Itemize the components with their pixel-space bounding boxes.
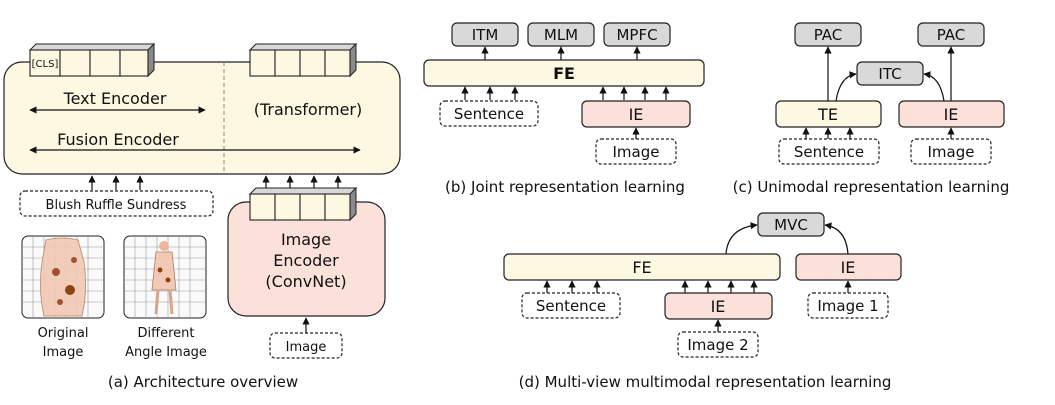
mvc-label: MVC xyxy=(774,216,808,234)
ie-label-b: IE xyxy=(629,105,644,124)
image-box-c xyxy=(910,138,992,165)
image-label-b: Image xyxy=(613,143,660,161)
itc-label: ITC xyxy=(878,65,901,83)
image-box-b xyxy=(595,138,677,165)
different-angle-image-thumbnail xyxy=(123,235,207,319)
fusion-encoder-label: Fusion Encoder xyxy=(57,130,179,149)
ie-box-b xyxy=(581,100,691,128)
ie-box-c xyxy=(898,100,1005,128)
pac-right-label: PAC xyxy=(937,26,966,44)
mpfc-label: MPFC xyxy=(616,26,657,44)
text-encoder-label: Text Encoder xyxy=(63,89,167,108)
text-input-box xyxy=(19,190,214,217)
itm-box xyxy=(451,22,519,47)
pac-left-box xyxy=(794,22,862,47)
image-encoder-label-1: Image xyxy=(281,230,331,249)
fe-box xyxy=(423,59,705,87)
pac-left-label: PAC xyxy=(814,26,843,44)
ie-right-box-d xyxy=(795,253,902,281)
sentence-box-d xyxy=(521,292,621,319)
mlm-label: MLM xyxy=(544,26,578,44)
sentence-label-b: Sentence xyxy=(454,105,524,123)
sentence-label-c: Sentence xyxy=(794,143,864,161)
image2-box-d xyxy=(677,331,759,358)
mpfc-box xyxy=(603,22,671,47)
text-output-tokens: [CLS] xyxy=(28,42,156,78)
ie-right-label-d: IE xyxy=(841,258,856,277)
fusion-encoder-box xyxy=(3,61,401,175)
panel-a: [CLS] Text Encoder (Transformer) Fusion … xyxy=(3,42,401,391)
itc-box xyxy=(856,61,924,86)
pac-right-box xyxy=(917,22,985,47)
sentence-box-b xyxy=(439,100,539,127)
ie-label-c: IE xyxy=(944,105,959,124)
thumb2-caption-2: Angle Image xyxy=(125,345,207,360)
transformer-output-tokens xyxy=(248,42,358,78)
panel-c-caption: (c) Unimodal representation learning xyxy=(733,178,1010,196)
image-encoder-output-tokens xyxy=(248,186,358,222)
panel-d: MVC FE IE Sentence IE Image 1 Image 2 (d… xyxy=(503,212,902,391)
panel-d-caption: (d) Multi-view multimodal representation… xyxy=(519,373,892,391)
mlm-box xyxy=(527,22,595,47)
original-image-thumbnail xyxy=(21,235,105,319)
ie-mid-label-d: IE xyxy=(711,297,726,316)
image-encoder-label-3: (ConvNet) xyxy=(265,272,346,291)
thumb2-caption-1: Different xyxy=(138,326,195,341)
sentence-box-c xyxy=(778,138,880,165)
image-input-label: Image xyxy=(286,340,327,355)
thumb1-caption-2: Image xyxy=(43,345,84,360)
image-encoder-label-2: Encoder xyxy=(273,251,339,270)
te-box xyxy=(775,100,882,128)
te-label: TE xyxy=(817,105,838,124)
panel-a-caption: (a) Architecture overview xyxy=(108,373,298,391)
mvc-box xyxy=(757,212,825,237)
fe-label: FE xyxy=(553,64,575,83)
panel-c: PAC PAC ITC TE IE Sentence Image (c) Uni… xyxy=(733,22,1010,196)
panel-b-caption: (b) Joint representation learning xyxy=(445,178,685,196)
image-label-c: Image xyxy=(928,143,975,161)
image2-label-d: Image 2 xyxy=(687,336,748,354)
text-input-label: Blush Ruffle Sundress xyxy=(46,198,187,213)
image1-box-d xyxy=(807,292,889,319)
fe-label-d: FE xyxy=(632,258,651,277)
thumb1-caption-1: Original xyxy=(38,326,89,341)
transformer-label: (Transformer) xyxy=(254,100,363,119)
image1-label-d: Image 1 xyxy=(817,297,878,315)
itm-label: ITM xyxy=(472,26,499,44)
panel-b: ITM MLM MPFC FE Sentence IE Image (b) Jo… xyxy=(423,22,705,196)
cls-token-label: [CLS] xyxy=(32,59,59,70)
fe-box-d xyxy=(503,253,781,281)
sentence-label-d: Sentence xyxy=(536,297,606,315)
image-input-box xyxy=(269,332,343,359)
ie-mid-box-d xyxy=(664,292,773,320)
